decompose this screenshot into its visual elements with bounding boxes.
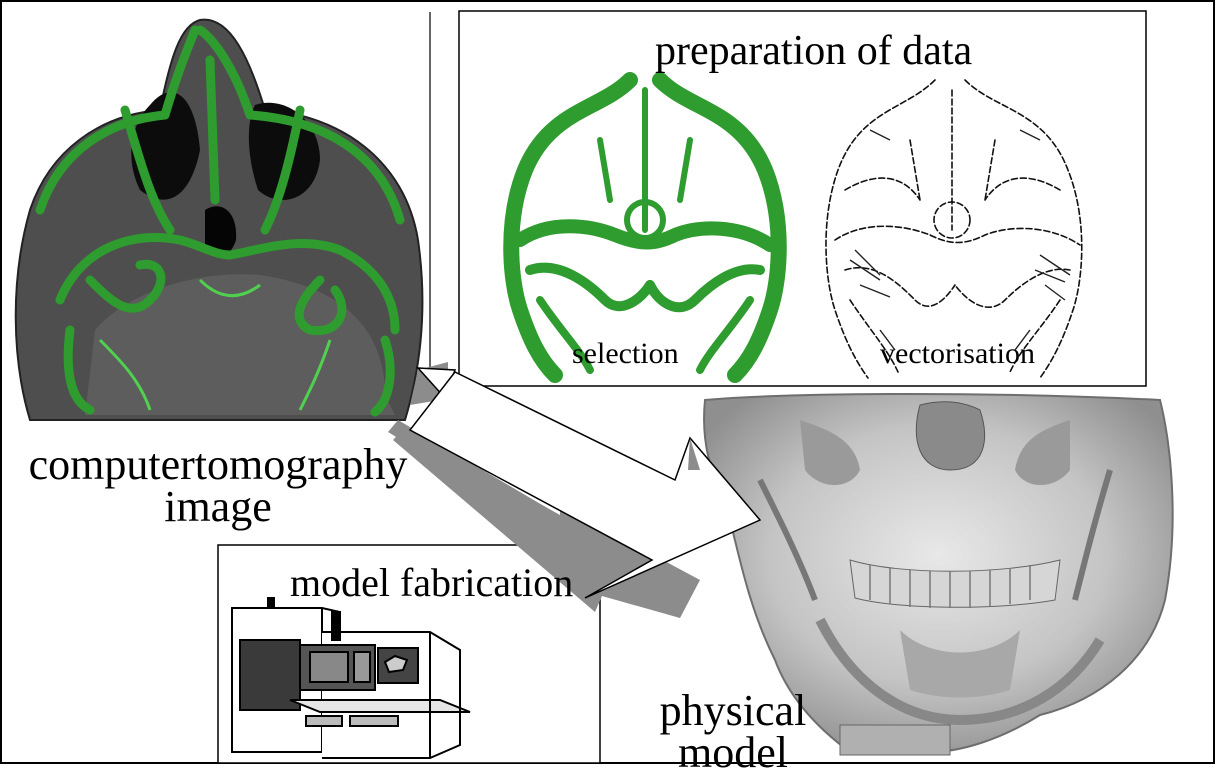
ct-image bbox=[16, 20, 423, 420]
vectorisation-label: vectorisation bbox=[880, 339, 1035, 369]
physical-model-label-line1: physical bbox=[648, 690, 818, 732]
preparation-title: preparation of data bbox=[655, 30, 972, 72]
selection-label: selection bbox=[572, 339, 679, 369]
ct-image-label-line2: image bbox=[28, 486, 408, 528]
ct-image-label-line1: computertomography bbox=[28, 444, 408, 486]
physical-model-label-line2: model bbox=[648, 732, 818, 774]
physical-model-label: physical model bbox=[648, 690, 818, 774]
model-fabrication-label: model fabrication bbox=[290, 563, 573, 603]
ct-image-label: computertomography image bbox=[28, 444, 408, 528]
